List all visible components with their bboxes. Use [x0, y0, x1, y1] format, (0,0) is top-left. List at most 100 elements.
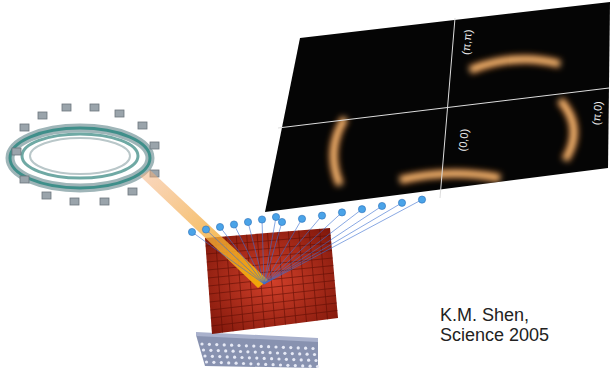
lattice-atom — [212, 361, 215, 364]
lattice-atom — [291, 352, 294, 355]
lattice-atom — [240, 356, 243, 359]
sample-texture — [209, 281, 335, 295]
lattice-atom — [270, 357, 273, 360]
lattice-atom — [211, 355, 214, 358]
lattice-atom — [276, 351, 279, 354]
lattice-atom — [269, 351, 272, 354]
lattice-atom — [263, 357, 266, 360]
lattice-atom — [245, 344, 248, 347]
electron-dot — [338, 209, 345, 216]
photon-beam — [140, 170, 268, 288]
lattice-atom — [220, 361, 223, 364]
sample-texture — [288, 231, 296, 323]
electron-ray — [206, 230, 264, 285]
detector-panel — [265, 2, 610, 212]
lattice-atom — [283, 352, 286, 355]
lattice-atom — [254, 351, 257, 354]
citation-text: K.M. Shen, Science 2005 — [440, 306, 580, 346]
lattice-atom — [301, 364, 304, 367]
electron-dot — [298, 215, 305, 222]
electron-dot — [318, 212, 325, 219]
lattice-atom — [248, 356, 251, 359]
lattice-atom — [203, 354, 206, 357]
lattice-atom — [209, 349, 212, 352]
lattice-atom — [300, 358, 303, 361]
photoelectron-rays — [188, 196, 425, 284]
crystal-lattice — [196, 332, 318, 368]
lattice-atom — [257, 363, 260, 366]
electron-ray — [264, 206, 382, 284]
lattice-atom — [261, 351, 264, 354]
electron-ray — [262, 220, 264, 285]
lattice-atom — [297, 346, 300, 349]
lattice-atom — [208, 343, 211, 346]
lattice-atom — [298, 352, 301, 355]
lattice-atom — [232, 350, 235, 353]
electron-ray — [248, 222, 264, 284]
electron-ray — [264, 216, 322, 284]
sample-texture — [211, 311, 337, 327]
lattice-atom — [282, 346, 285, 349]
lattice-atom — [200, 342, 203, 345]
sample-texture — [211, 303, 337, 318]
lattice-atom — [274, 345, 277, 348]
electron-ray — [264, 200, 422, 284]
momentum-label: (π,π) — [460, 29, 475, 56]
sample-texture — [278, 232, 286, 324]
lattice-atom — [224, 349, 227, 352]
lattice-atom — [311, 347, 314, 350]
lattice-atom — [235, 362, 238, 365]
lattice-atom — [226, 355, 229, 358]
lattice-atom — [267, 345, 270, 348]
lattice-atom — [286, 364, 289, 367]
lattice-atom — [294, 364, 297, 367]
lattice-atom — [249, 362, 252, 365]
lattice-atom — [272, 363, 275, 366]
lattice-atom — [233, 356, 236, 359]
electron-dot — [418, 196, 425, 203]
lattice-atom — [227, 361, 230, 364]
electron-ray — [192, 232, 264, 284]
lattice-atom — [277, 357, 280, 360]
beamline-stations — [12, 104, 159, 205]
synchrotron-ring — [10, 128, 150, 188]
lattice-atom — [304, 347, 307, 350]
momentum-label: (0,0) — [456, 128, 470, 152]
lattice-atom — [252, 345, 255, 348]
electron-ray — [220, 227, 264, 284]
sample-texture — [210, 296, 336, 311]
lattice-atom — [313, 353, 316, 356]
sample-texture — [309, 230, 317, 321]
momentum-label: (π,0) — [590, 100, 605, 125]
electron-dot — [358, 206, 365, 213]
electron-dot — [188, 228, 195, 235]
lattice-atoms — [200, 342, 319, 368]
lattice-atom — [279, 363, 282, 366]
lattice-atom — [260, 345, 263, 348]
lattice-atom — [314, 359, 317, 362]
sample-texture — [210, 288, 336, 302]
electron-dot — [378, 202, 385, 209]
lattice-atom — [289, 346, 292, 349]
electron-ray — [264, 203, 402, 284]
electron-dot — [202, 226, 209, 233]
lattice-atom — [246, 350, 249, 353]
lattice-atom — [230, 344, 233, 347]
lattice-atom — [307, 359, 310, 362]
electron-ray — [234, 225, 264, 285]
electron-dot — [398, 199, 405, 206]
electron-ray — [264, 209, 362, 284]
lattice-atom — [285, 358, 288, 361]
lattice-atom — [223, 343, 226, 346]
lattice-atom — [306, 353, 309, 356]
electron-dot — [244, 218, 251, 225]
lattice-atom — [205, 360, 208, 363]
lattice-atom — [264, 363, 267, 366]
lattice-atom — [217, 349, 220, 352]
lattice-atom — [292, 358, 295, 361]
sample-texture — [299, 231, 307, 323]
lattice-atom — [218, 355, 221, 358]
electron-dot — [272, 213, 279, 220]
electron-dot — [216, 223, 223, 230]
